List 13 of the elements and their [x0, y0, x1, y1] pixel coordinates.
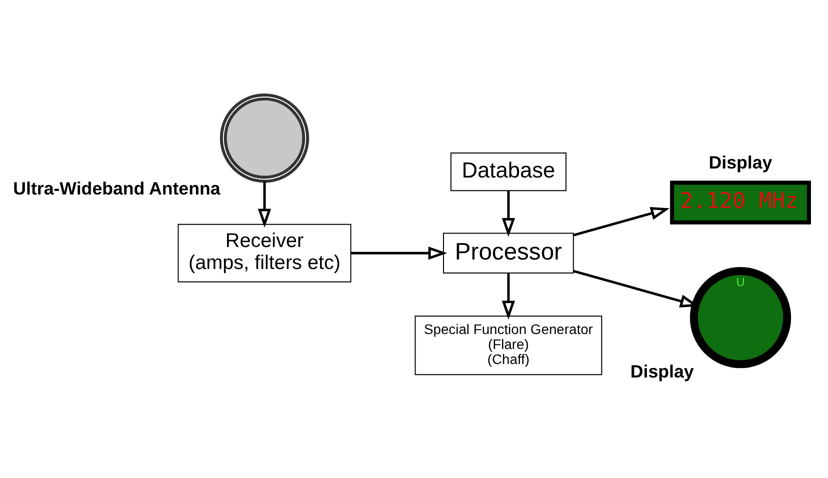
node-label: Ultra-Wideband Antenna: [13, 178, 220, 198]
arrow: [502, 190, 516, 236]
node-box: Processor: [443, 232, 574, 273]
node-box: Special Function Generator (Flare) (Chaff): [414, 315, 602, 375]
arrow: [258, 180, 272, 228]
node-box: Receiver (amps, filters etc): [178, 223, 352, 282]
arrow: [502, 272, 516, 320]
node-circle: U: [690, 266, 792, 368]
node-box: Database: [450, 152, 566, 191]
picture: [220, 92, 310, 182]
arrow: [350, 246, 448, 260]
node-label: Display: [708, 152, 772, 172]
arrow: [573, 206, 670, 236]
